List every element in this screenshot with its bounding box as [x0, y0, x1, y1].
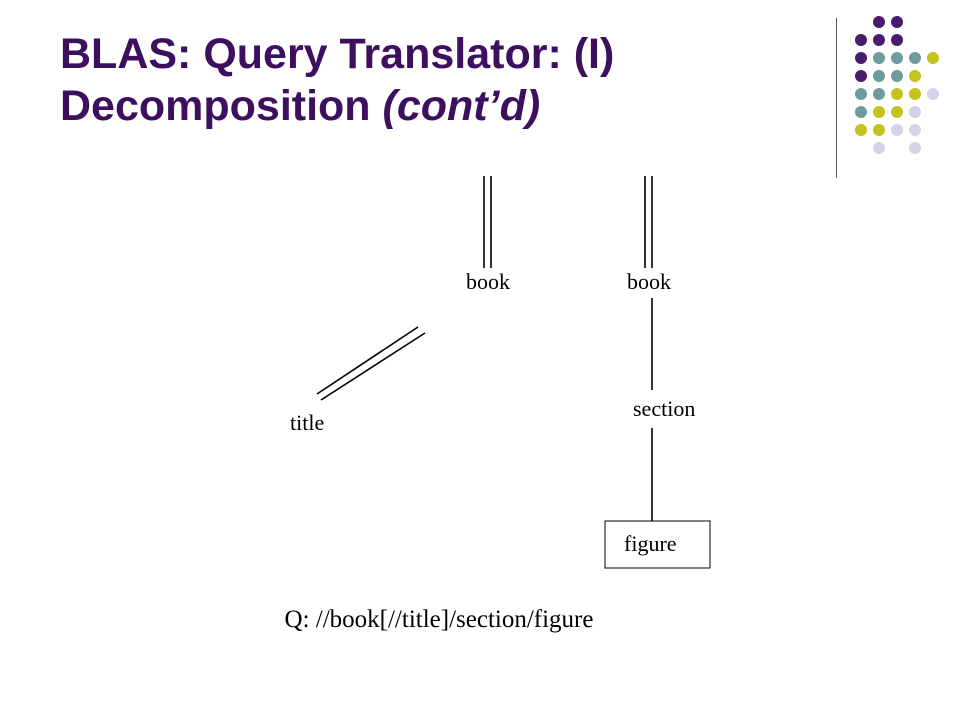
node-book-left: book — [466, 269, 510, 294]
dot — [855, 70, 867, 82]
dot — [891, 52, 903, 64]
dot — [909, 106, 921, 118]
title-line-1: BLAS: Query Translator: (I) — [60, 30, 615, 78]
dot — [855, 52, 867, 64]
dot — [873, 88, 885, 100]
dot — [891, 16, 903, 28]
dot — [873, 34, 885, 46]
dot — [873, 124, 885, 136]
dot — [873, 70, 885, 82]
dot — [927, 88, 939, 100]
dot — [891, 34, 903, 46]
node-figure: figure — [624, 531, 677, 556]
dot — [873, 106, 885, 118]
dot — [909, 124, 921, 136]
dot — [909, 88, 921, 100]
dot — [909, 142, 921, 154]
title-line-2-italic: (cont’d) — [382, 82, 541, 130]
dot — [891, 88, 903, 100]
edge-root-book-right — [644, 176, 653, 268]
node-book-right: book — [627, 269, 671, 294]
query-expression: Q: //book[//title]/section/figure — [0, 606, 960, 634]
header-divider — [836, 18, 837, 178]
node-title: title — [290, 410, 324, 435]
dot — [909, 70, 921, 82]
decorative-dot-grid — [855, 16, 939, 154]
edge-root-book-left — [483, 176, 492, 268]
slide-title: BLAS: Query Translator: (I) Decompositio… — [60, 28, 800, 132]
node-section: section — [633, 396, 695, 421]
dot — [855, 34, 867, 46]
dot — [927, 52, 939, 64]
dot — [891, 124, 903, 136]
dot — [873, 142, 885, 154]
title-line-2: Decomposition — [60, 82, 383, 130]
node-figure-box — [604, 520, 711, 569]
dot — [873, 16, 885, 28]
dot — [891, 106, 903, 118]
dot — [891, 70, 903, 82]
dot — [855, 124, 867, 136]
edge-to-title — [316, 326, 426, 401]
dot — [855, 88, 867, 100]
query-text: Q: //book[//title]/section/figure — [284, 606, 594, 633]
dot — [873, 52, 885, 64]
dot — [855, 106, 867, 118]
dot — [909, 52, 921, 64]
